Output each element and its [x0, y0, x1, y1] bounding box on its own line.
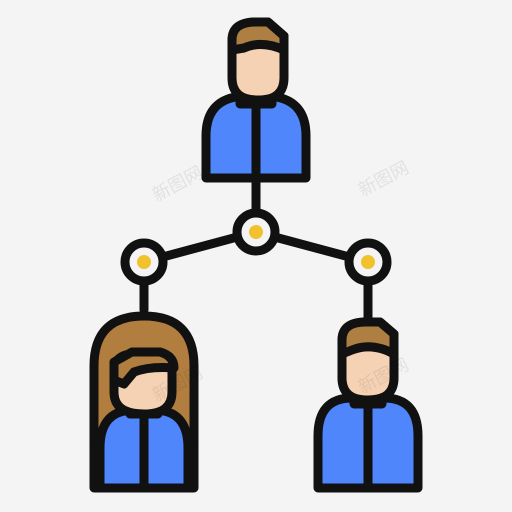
node-right-dot: [361, 255, 375, 269]
person-top: [201, 17, 311, 183]
bangs: [109, 347, 179, 389]
person-bottom-left: [89, 311, 199, 493]
node-left-dot: [137, 255, 151, 269]
hair: [337, 317, 399, 359]
hair: [227, 17, 289, 55]
network-nodes: [120, 208, 392, 286]
node-center-dot: [249, 225, 263, 239]
connector-lines: [139, 177, 373, 335]
person-bottom-right: [313, 317, 423, 493]
